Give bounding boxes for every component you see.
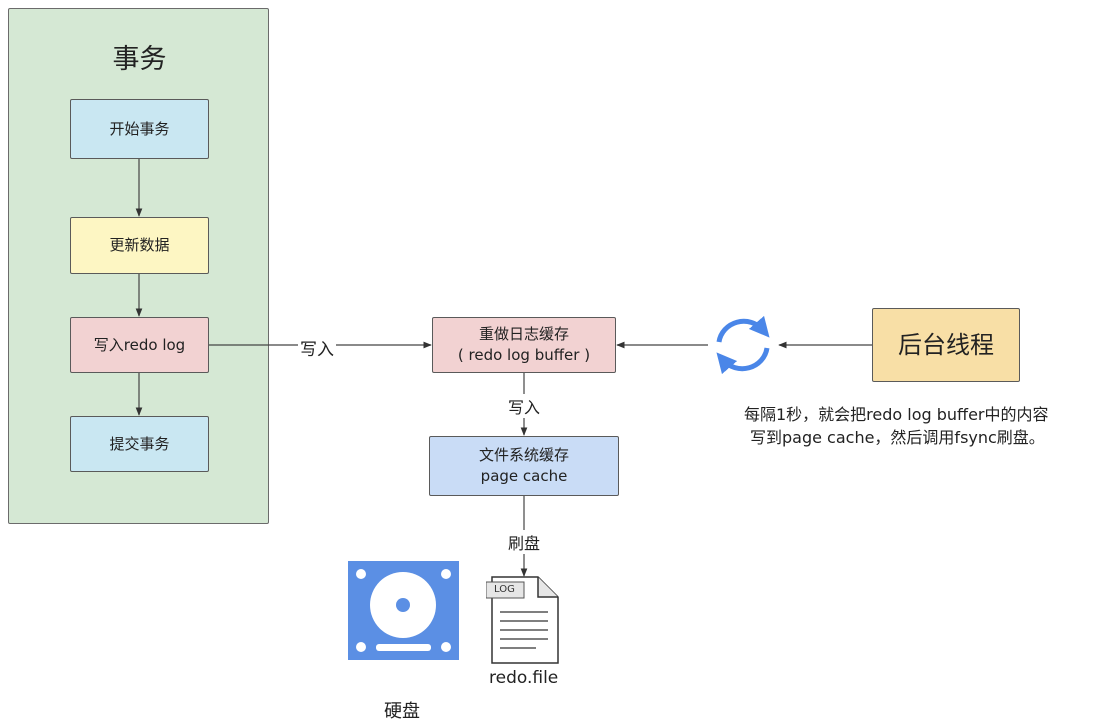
edge-label-write-buffer: 写入 xyxy=(298,335,336,360)
step-label: 写入redo log xyxy=(93,335,186,354)
edge-label-flush: 刷盘 xyxy=(506,530,543,554)
step-label: 更新数据 xyxy=(109,236,170,254)
step-update-data[interactable]: 更新数据 xyxy=(70,217,209,274)
note-line-1: 每隔1秒，就会把redo log buffer中的内容 xyxy=(744,405,1049,424)
redo-log-buffer-node[interactable]: 重做日志缓存 ( redo log buffer ) xyxy=(432,317,616,373)
step-label: 开始事务 xyxy=(109,119,170,138)
node-label: 后台线程 xyxy=(898,331,994,359)
step-label: 提交事务 xyxy=(109,434,170,453)
node-label-line1: 文件系统缓存 xyxy=(478,446,569,464)
node-label-line2: ( redo log buffer ) xyxy=(457,346,591,364)
node-label-line1: 重做日志缓存 xyxy=(478,325,569,343)
log-file-label: redo.file xyxy=(489,668,559,688)
disk-label: 硬盘 xyxy=(384,701,420,722)
step-begin-transaction[interactable]: 开始事务 xyxy=(70,99,209,159)
log-badge: LOG xyxy=(494,584,515,595)
background-thread-node[interactable]: 后台线程 xyxy=(872,308,1020,382)
edge-label-write-cache: 写入 xyxy=(506,394,543,418)
log-file-icon xyxy=(486,576,559,664)
node-label-line2: page cache xyxy=(480,467,568,485)
group-title: 事务 xyxy=(112,44,167,75)
hard-disk-icon xyxy=(348,561,459,660)
note-line-2: 写到page cache，然后调用fsync刷盘。 xyxy=(750,428,1045,447)
refresh-cycle-icon xyxy=(716,316,770,374)
step-write-redo-log[interactable]: 写入redo log xyxy=(70,317,209,373)
page-cache-node[interactable]: 文件系统缓存 page cache xyxy=(429,436,619,496)
step-commit-transaction[interactable]: 提交事务 xyxy=(70,416,209,472)
